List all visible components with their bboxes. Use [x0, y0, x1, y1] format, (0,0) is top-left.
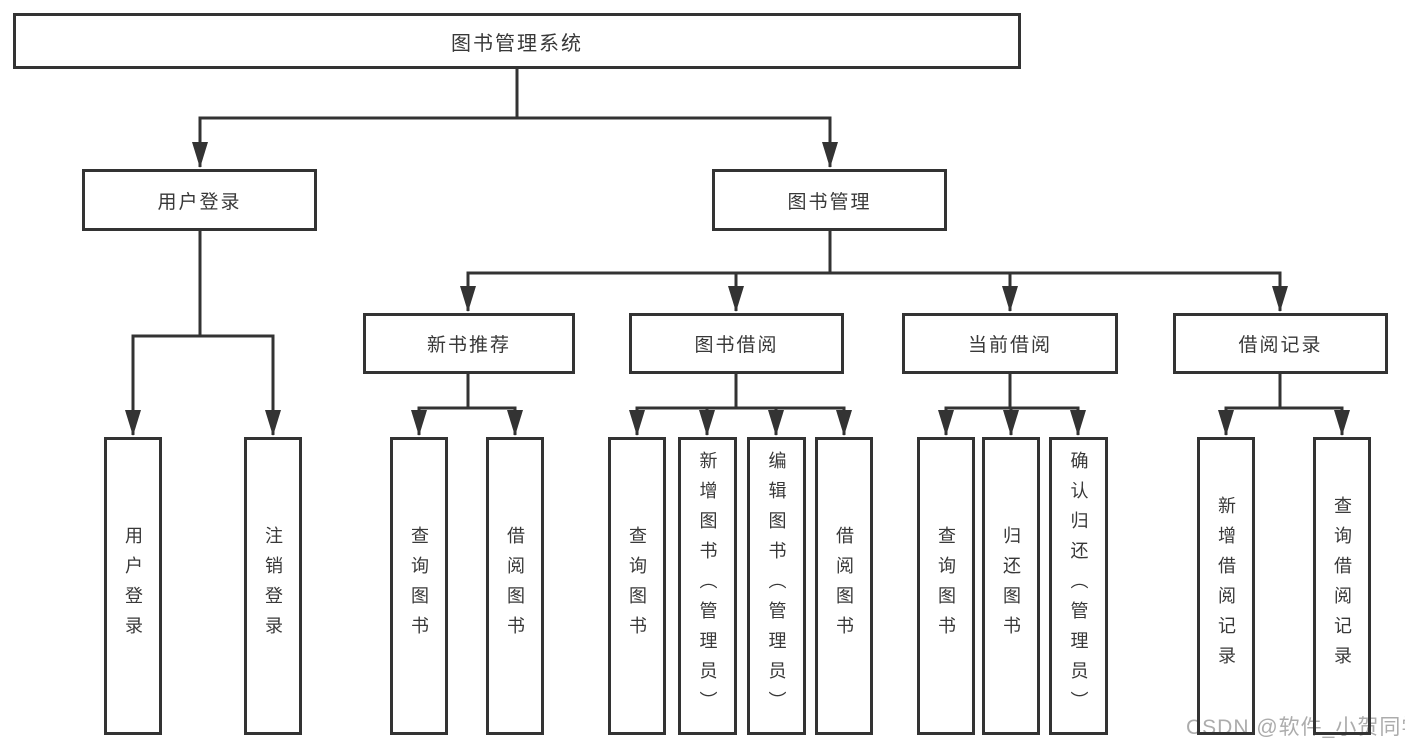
leaf-user-login-label: 用户登录	[123, 526, 143, 646]
node-new-book-recommend: 新书推荐	[363, 313, 575, 374]
node-borrow-records-label: 借阅记录	[1238, 335, 1323, 356]
csdn-watermark: CSDN @软件_小贺同学	[1186, 716, 1405, 739]
leaf-current-query-label: 查询图书	[936, 526, 956, 646]
leaf-current-confirm-return-admin-label: 确认归还（管理员）	[1068, 451, 1089, 721]
leaf-records-query-label: 查询借阅记录	[1332, 496, 1352, 676]
leaf-borrow-borrow-book: 借阅图书	[815, 437, 873, 735]
leaf-records-add-label: 新增借阅记录	[1216, 496, 1236, 676]
node-new-book-recommend-label: 新书推荐	[426, 335, 511, 356]
node-current-borrow: 当前借阅	[902, 313, 1118, 374]
node-user-login-label: 用户登录	[157, 191, 242, 213]
leaf-current-query: 查询图书	[917, 437, 975, 735]
leaf-logout-label: 注销登录	[263, 526, 283, 646]
node-borrow-records: 借阅记录	[1173, 313, 1388, 374]
leaf-current-return: 归还图书	[982, 437, 1040, 735]
leaf-logout: 注销登录	[244, 437, 302, 735]
leaf-borrow-query: 查询图书	[608, 437, 666, 735]
leaf-records-add: 新增借阅记录	[1197, 437, 1255, 735]
leaf-borrow-add-book-admin-label: 新增图书（管理员）	[697, 451, 718, 721]
leaf-newbooks-borrow: 借阅图书	[486, 437, 544, 735]
leaf-borrow-edit-book-admin-label: 编辑图书（管理员）	[766, 451, 787, 721]
leaf-current-return-label: 归还图书	[1001, 526, 1021, 646]
node-root-label: 图书管理系统	[451, 32, 583, 55]
edge-bookborrow-to-leaves	[629, 374, 852, 436]
leaf-borrow-edit-book-admin: 编辑图书（管理员）	[747, 437, 806, 735]
leaf-borrow-borrow-book-label: 借阅图书	[834, 526, 854, 646]
leaf-newbooks-borrow-label: 借阅图书	[505, 526, 525, 646]
edge-bookmgmt-to-level3	[460, 231, 1288, 312]
leaf-borrow-add-book-admin: 新增图书（管理员）	[678, 437, 737, 735]
node-book-management: 图书管理	[712, 169, 947, 231]
node-book-management-label: 图书管理	[787, 191, 872, 213]
leaf-newbooks-query-label: 查询图书	[409, 526, 429, 646]
edge-currentborrow-to-leaves	[938, 374, 1086, 436]
node-book-borrow: 图书借阅	[629, 313, 844, 374]
node-user-login: 用户登录	[82, 169, 317, 231]
leaf-newbooks-query: 查询图书	[390, 437, 448, 735]
node-root: 图书管理系统	[13, 13, 1021, 69]
leaf-borrow-query-label: 查询图书	[627, 526, 647, 646]
leaf-user-login: 用户登录	[104, 437, 162, 735]
edge-borrowrecords-to-leaves	[1218, 374, 1350, 436]
node-current-borrow-label: 当前借阅	[967, 335, 1052, 356]
edge-userlogin-to-leaves	[125, 231, 281, 436]
leaf-records-query: 查询借阅记录	[1313, 437, 1371, 735]
edge-root-to-level2	[192, 68, 838, 168]
edge-newbooks-to-leaves	[411, 374, 523, 436]
leaf-current-confirm-return-admin: 确认归还（管理员）	[1049, 437, 1108, 735]
node-book-borrow-label: 图书借阅	[694, 335, 779, 356]
